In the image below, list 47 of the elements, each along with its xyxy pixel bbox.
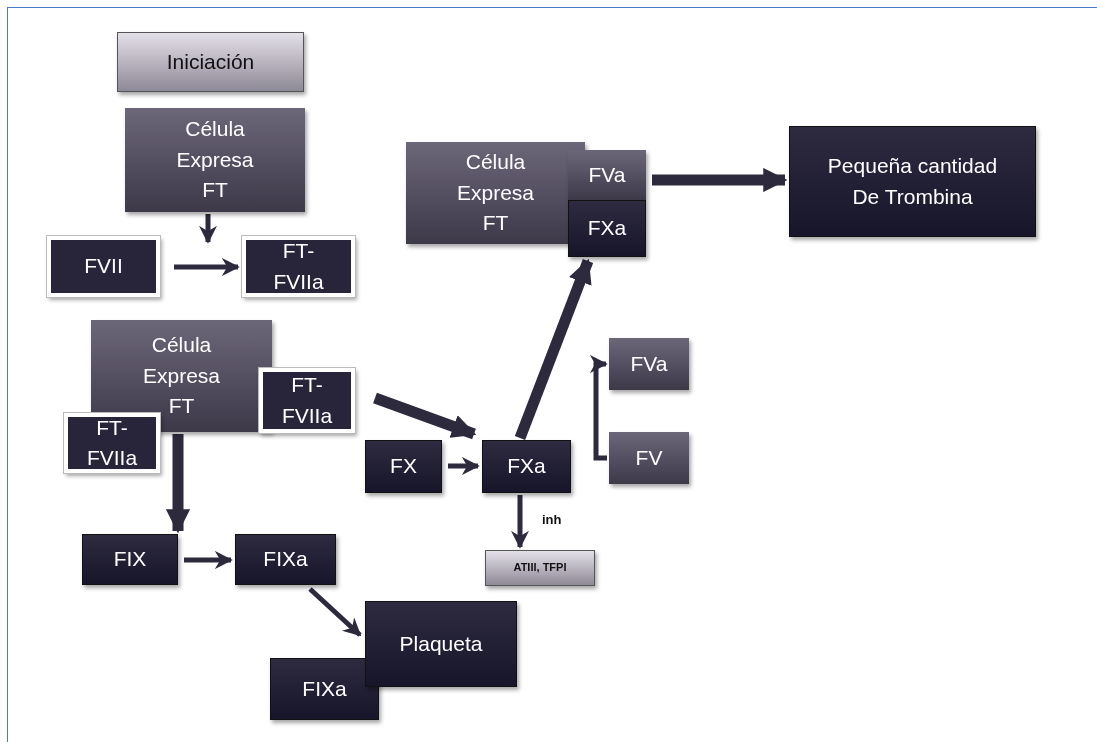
box-label: FX	[390, 453, 417, 480]
box-label: FVII	[84, 253, 123, 280]
box-label: FVa	[630, 350, 668, 377]
box-label: FXa	[587, 215, 627, 242]
arrow	[373, 392, 477, 440]
box-label: Iniciación	[166, 48, 255, 75]
box-label: FT- FVIIa	[85, 414, 139, 471]
arrow	[174, 258, 240, 276]
box-label: Célula Expresa FT	[175, 116, 255, 204]
factor-box	[406, 142, 585, 244]
factor-box	[125, 108, 305, 212]
arrow	[589, 355, 608, 461]
factor-box	[568, 150, 646, 200]
arrow	[448, 457, 480, 475]
arrow	[184, 551, 233, 569]
factor-box	[609, 338, 689, 390]
box-label: Pequeña cantidad De Trombina	[826, 153, 999, 210]
arrow	[308, 587, 362, 637]
box-label: FIX	[113, 546, 147, 573]
box-label: Célula Expresa FT	[141, 332, 221, 420]
box-label: FVa	[588, 161, 626, 188]
factor-box	[82, 534, 178, 585]
factor-box	[117, 32, 304, 92]
factor-box	[485, 550, 595, 586]
box-label: Célula Expresa FT	[455, 149, 535, 237]
factor-box	[609, 432, 689, 484]
arrow	[199, 214, 217, 244]
factor-box	[365, 601, 517, 687]
box-label: ATIII, TFPI	[513, 560, 567, 576]
edge-label: inh	[540, 512, 564, 527]
arrow	[514, 258, 594, 440]
box-label: FT- FVIIa	[280, 372, 334, 429]
factor-box	[235, 534, 336, 585]
factor-box	[789, 126, 1036, 237]
box-label: FXa	[507, 453, 546, 480]
factor-box	[365, 440, 442, 493]
box-label: FIXa	[302, 675, 347, 702]
factor-box	[482, 440, 571, 493]
box-label: Plaqueta	[399, 630, 483, 657]
arrow	[165, 434, 191, 534]
arrow	[511, 495, 529, 549]
factor-box	[568, 200, 646, 257]
factor-box	[270, 658, 379, 720]
box-label: FIXa	[263, 546, 308, 573]
box-label: FT- FVIIa	[272, 238, 325, 295]
arrow	[652, 167, 788, 193]
box-label: FV	[635, 444, 663, 471]
